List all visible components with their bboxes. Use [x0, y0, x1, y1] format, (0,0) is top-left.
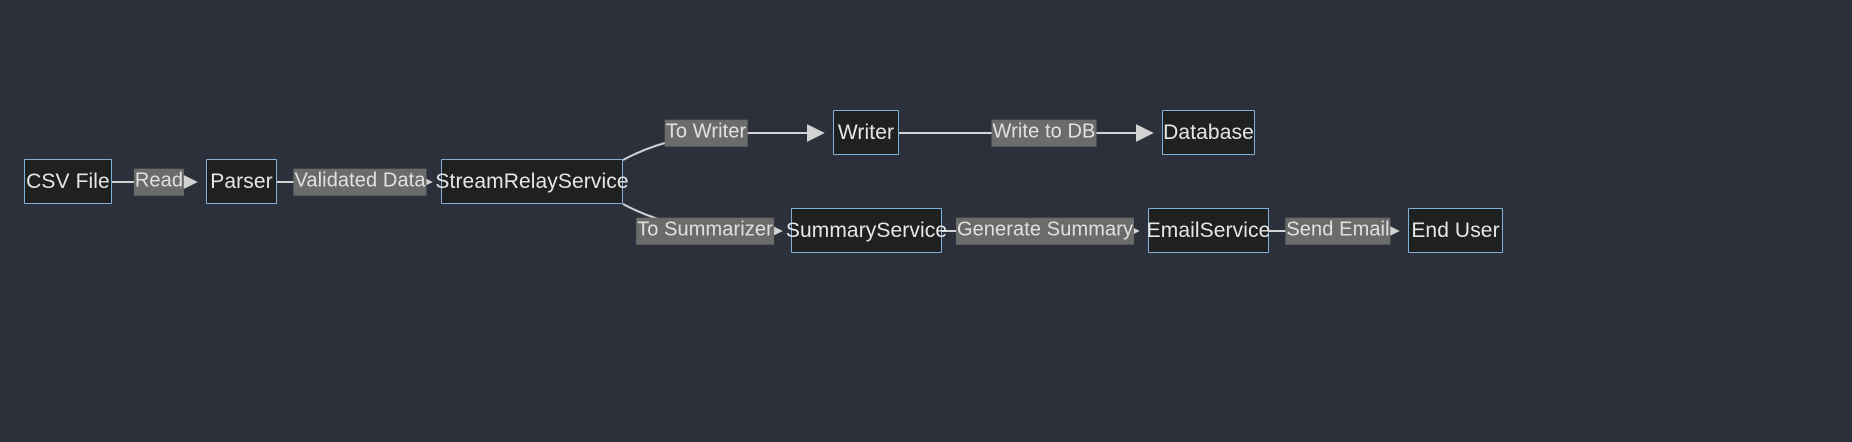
node-database[interactable]: Database [1162, 110, 1255, 155]
edge-label-read: Read [133, 168, 185, 196]
node-end-user[interactable]: End User [1408, 208, 1503, 253]
edge-label-send-email: Send Email [1285, 217, 1391, 245]
node-summary-service[interactable]: SummaryService [786, 208, 947, 253]
node-label: SummaryService [785, 219, 948, 242]
node-csv-file[interactable]: CSV File [24, 159, 112, 204]
edge-label-generate-summary: Generate Summary [955, 217, 1135, 245]
node-parser[interactable]: Parser [206, 159, 277, 204]
node-email-service[interactable]: EmailService [1147, 208, 1270, 253]
node-writer[interactable]: Writer [833, 110, 899, 155]
node-label: CSV File [26, 170, 110, 193]
edge-label-to-summarizer: To Summarizer [636, 217, 774, 245]
node-label: End User [1411, 219, 1500, 242]
node-stream-relay-service[interactable]: StreamRelayService [435, 159, 629, 204]
edge-label-write-to-db: Write to DB [991, 119, 1097, 147]
node-label: Writer [837, 121, 895, 144]
node-label: EmailService [1146, 219, 1271, 242]
edge-label-validated-data: Validated Data [293, 168, 427, 196]
node-label: Database [1163, 121, 1254, 144]
node-label: Parser [210, 170, 273, 193]
edge-label-to-writer: To Writer [664, 119, 748, 147]
node-label: StreamRelayService [435, 170, 629, 193]
